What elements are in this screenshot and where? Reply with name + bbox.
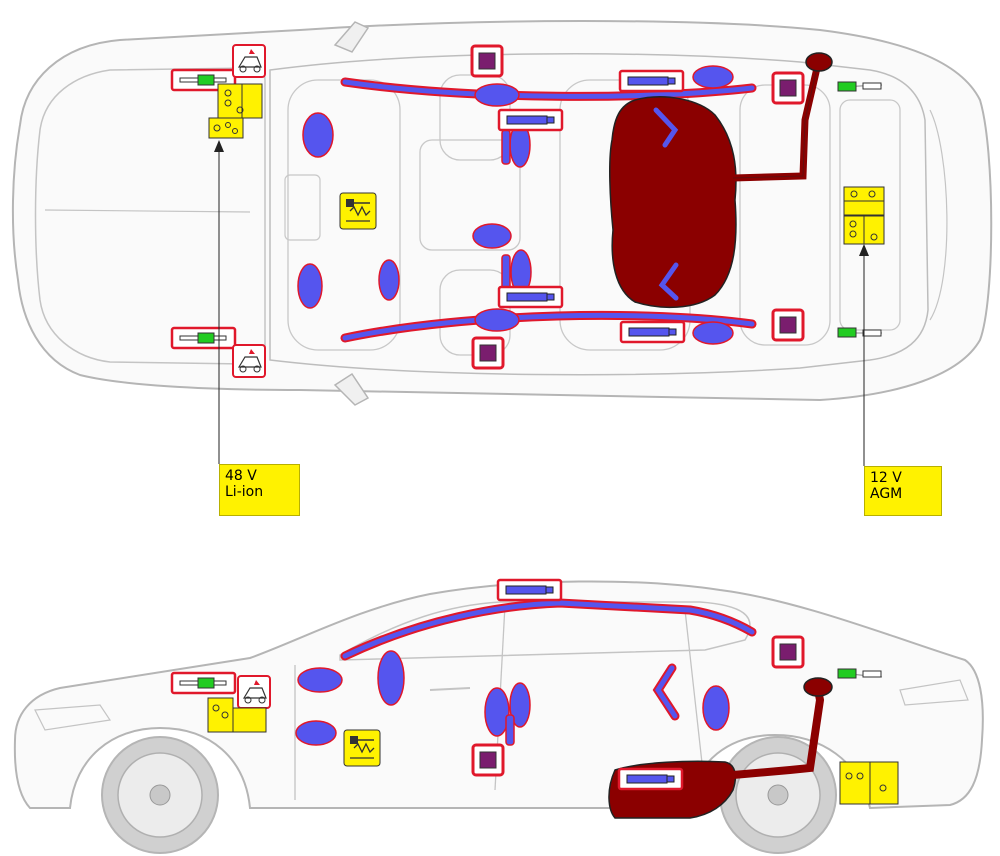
airbag-ellipses-side	[295, 650, 730, 746]
sensor-box	[771, 71, 805, 105]
seatbelt-pretensioner-box	[617, 767, 684, 791]
sensor-box	[471, 743, 505, 777]
fuel-filler-cap-top	[805, 52, 833, 72]
battery-12v-icon	[843, 215, 885, 245]
active-bonnet-warning-icon	[232, 344, 266, 378]
callout-12v-type: AGM	[870, 486, 903, 502]
top-view	[11, 20, 993, 466]
seatbelt-pretensioner-box	[497, 285, 564, 309]
callout-48v-voltage: 48 V	[225, 468, 257, 484]
battery-48v-icon	[217, 83, 263, 119]
active-bonnet-warning-icon	[237, 675, 271, 709]
seatbelt-pretensioner-box	[619, 320, 686, 344]
side-view	[13, 578, 984, 854]
rear-connector-side	[837, 668, 883, 679]
gas-spring-icon	[339, 192, 377, 230]
battery-48v-icon	[208, 117, 244, 139]
callout-12v-agm: 12 V AGM	[864, 466, 942, 516]
seatbelt-pretensioner-box	[618, 69, 685, 93]
callout-12v-voltage: 12 V	[870, 470, 902, 486]
callout-48v-type: Li-ion	[225, 484, 264, 500]
gas-spring-icon	[343, 729, 381, 767]
rear-connector	[837, 327, 882, 338]
bonnet-release-cable-box	[170, 671, 237, 695]
rear-wheel	[719, 736, 837, 854]
callout-48v-li-ion: 48 V Li-ion	[219, 464, 300, 516]
fuel-filler-pipe-top	[732, 67, 821, 182]
seatbelt-pretensioner-box	[496, 578, 563, 602]
seatbelt-pretensioner-box	[497, 108, 564, 132]
battery-48v-side-icon	[207, 697, 267, 733]
sensor-box	[470, 44, 504, 78]
rear-connector	[837, 81, 883, 92]
battery-12v-icon	[843, 186, 885, 216]
bonnet-release-cable-box	[170, 326, 237, 350]
fuel-filler-cap-side	[803, 677, 833, 697]
airbag-ellipses-top	[297, 65, 734, 345]
fuel-tank-top	[609, 96, 737, 309]
battery-12v-side-icon	[839, 761, 899, 805]
sensor-box	[771, 635, 805, 669]
sensor-box	[471, 336, 505, 370]
active-bonnet-warning-icon	[232, 44, 266, 78]
sensor-box	[771, 308, 805, 342]
front-wheel	[101, 736, 219, 854]
